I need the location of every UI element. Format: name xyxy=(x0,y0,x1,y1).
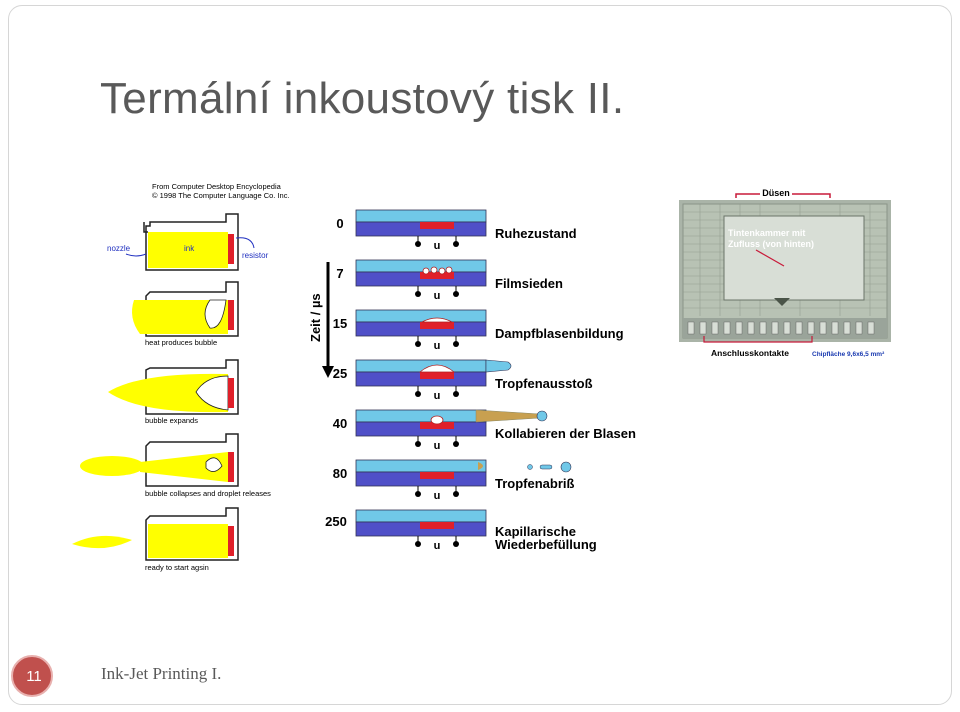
label-chip-area: Chipfläche 9,6x6,5 mm² xyxy=(812,351,885,358)
step-voltage: u xyxy=(434,440,441,452)
panel-5 xyxy=(72,507,239,561)
step-time: 0 xyxy=(336,216,343,231)
label-ink: ink xyxy=(184,244,195,253)
step-voltage: u xyxy=(434,340,441,352)
step-label: Dampfblasenbildung xyxy=(495,326,624,341)
step-25: 25 u Tropfenausstoß xyxy=(333,359,593,402)
step-time: 250 xyxy=(325,514,347,529)
caption-expands: bubble expands xyxy=(145,416,198,425)
step-label: Kollabieren der Blasen xyxy=(495,426,636,441)
credit-line-2: © 1998 The Computer Language Co. Inc. xyxy=(152,191,290,200)
step-voltage: u xyxy=(434,490,441,502)
step-80: 80 u Tropfenabriß xyxy=(333,459,575,502)
time-axis-arrowhead xyxy=(322,366,334,378)
step-time: 80 xyxy=(333,466,347,481)
label-nozzle: nozzle xyxy=(107,244,131,253)
step-250: 250 u Kapillarische Wiederbefüllung xyxy=(325,509,597,552)
page-number: 11 xyxy=(26,668,42,685)
step-voltage: u xyxy=(434,540,441,552)
label-chamber-2: Zufluss (von hinten) xyxy=(728,239,814,249)
panel-1 xyxy=(143,213,239,271)
panel-3 xyxy=(108,359,239,415)
step-voltage: u xyxy=(434,390,441,402)
panel-2 xyxy=(132,281,239,337)
step-label-2: Wiederbefüllung xyxy=(495,537,597,552)
label-chamber-1: Tintenkammer mit xyxy=(728,228,805,238)
panel-4 xyxy=(80,433,239,487)
label-resistor: resistor xyxy=(242,251,269,260)
step-40: 40 u Kollabieren der Blasen xyxy=(333,409,636,452)
chip-photo: Düsen Tintenkammer mit Zufluss (von hint… xyxy=(679,187,891,363)
step-time: 40 xyxy=(333,416,347,431)
step-label: Kapillarische xyxy=(495,524,576,539)
caption-collapses: bubble collapses and droplet releases xyxy=(145,489,271,498)
step-label: Filmsieden xyxy=(495,276,563,291)
label-duesen: Düsen xyxy=(762,188,790,198)
label-contacts: Anschlusskontakte xyxy=(711,348,789,358)
slide-footer: Ink-Jet Printing I. xyxy=(101,664,222,683)
page-number-badge: 11 xyxy=(11,655,53,697)
left-figure: From Computer Desktop Encyclopedia © 199… xyxy=(72,182,290,572)
caption-ready: ready to start agsin xyxy=(145,563,209,572)
step-0: 0 u Ruhezustand xyxy=(336,209,577,252)
step-label: Ruhezustand xyxy=(495,226,577,241)
caption-heat: heat produces bubble xyxy=(145,338,217,347)
step-time: 25 xyxy=(333,366,347,381)
step-voltage: u xyxy=(434,240,441,252)
middle-figure: Zeit / µs 0 u Ruhezustand 7 u xyxy=(308,209,636,552)
step-voltage: u xyxy=(434,290,441,302)
step-time: 7 xyxy=(336,266,343,281)
time-axis-label: Zeit / µs xyxy=(308,293,323,342)
step-time: 15 xyxy=(333,316,347,331)
slide-title: Termální inkoustový tisk II. xyxy=(100,74,625,123)
step-label: Tropfenabriß xyxy=(495,476,575,491)
credit-line-1: From Computer Desktop Encyclopedia xyxy=(152,182,282,191)
step-label: Tropfenausstoß xyxy=(495,376,593,391)
step-15: 15 u Dampfblasenbildung xyxy=(333,309,624,352)
step-7: 7 u Filmsieden xyxy=(336,259,563,302)
